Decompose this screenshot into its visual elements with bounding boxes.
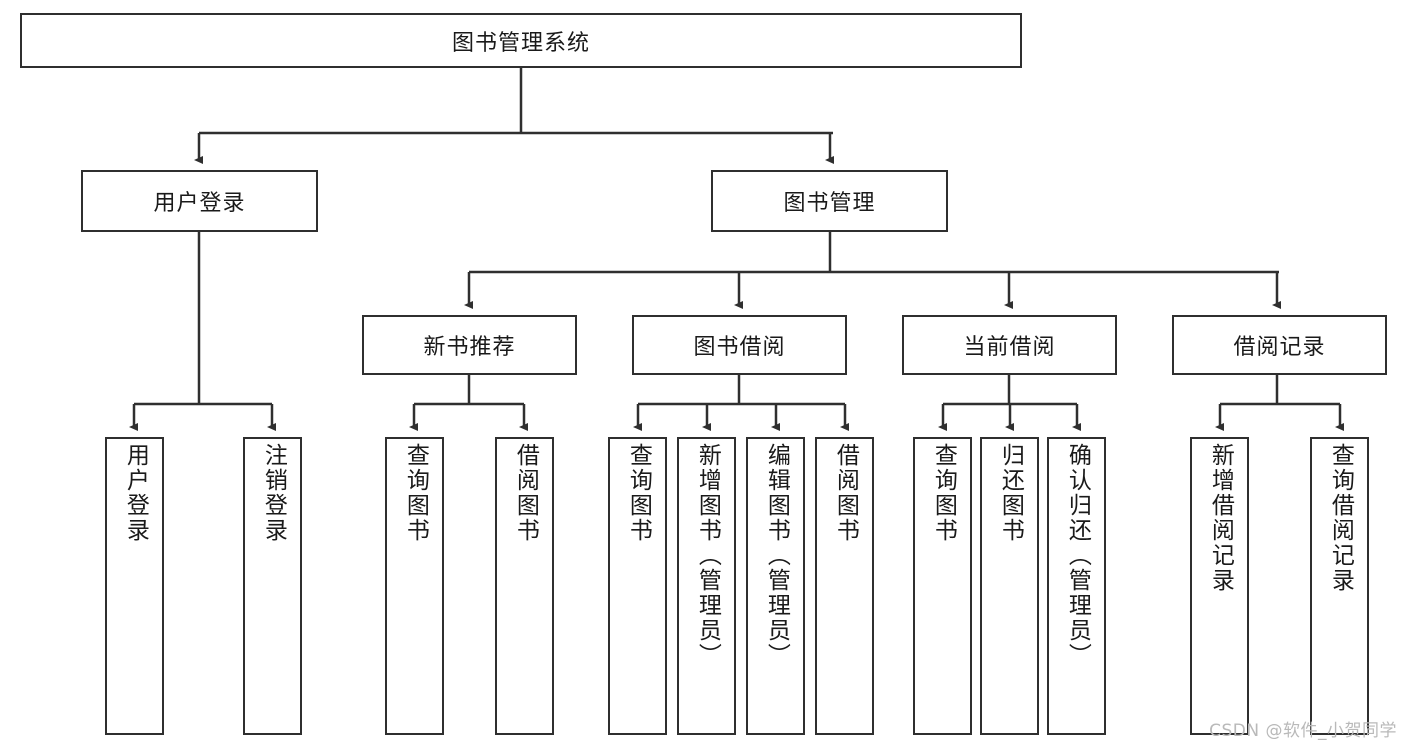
leaf-label: 新增借阅记录 (1207, 443, 1234, 593)
node-new-book-recommend[interactable]: 新书推荐 (362, 315, 577, 375)
leaf-label: 查询图书 (402, 443, 429, 543)
node-label: 图书管理 (783, 191, 876, 216)
leaf-label: 查询借阅记录 (1327, 443, 1354, 593)
leaf-borrow-record-query[interactable]: 查询借阅记录 (1310, 437, 1369, 735)
leaf-label: 新增图书（管理员） (694, 443, 721, 668)
watermark-text: CSDN @软件_小贺同学 (1209, 721, 1397, 741)
node-book-management[interactable]: 图书管理 (711, 170, 948, 232)
leaf-book-borrow-query[interactable]: 查询图书 (608, 437, 667, 735)
leaf-borrow-record-add[interactable]: 新增借阅记录 (1190, 437, 1249, 735)
leaf-current-borrow-query[interactable]: 查询图书 (913, 437, 972, 735)
leaf-new-book-borrow[interactable]: 借阅图书 (495, 437, 554, 735)
leaf-label: 查询图书 (930, 443, 957, 543)
node-root-system[interactable]: 图书管理系统 (20, 13, 1022, 68)
leaf-new-book-query[interactable]: 查询图书 (385, 437, 444, 735)
leaf-current-borrow-confirm-return[interactable]: 确认归还（管理员） (1047, 437, 1106, 735)
leaf-label: 归还图书 (997, 443, 1024, 543)
leaf-label: 借阅图书 (832, 443, 859, 543)
node-book-borrow[interactable]: 图书借阅 (632, 315, 847, 375)
node-label: 图书管理系统 (451, 30, 590, 56)
node-current-borrow[interactable]: 当前借阅 (902, 315, 1117, 375)
node-borrow-record[interactable]: 借阅记录 (1172, 315, 1387, 375)
node-label: 用户登录 (153, 191, 246, 216)
node-label: 借阅记录 (1233, 335, 1326, 360)
leaf-label: 借阅图书 (512, 443, 539, 543)
leaf-label: 确认归还（管理员） (1064, 443, 1091, 668)
node-user-login[interactable]: 用户登录 (81, 170, 318, 232)
leaf-label: 注销登录 (260, 443, 287, 543)
leaf-user-login-logout[interactable]: 注销登录 (243, 437, 302, 735)
leaf-book-borrow-borrow[interactable]: 借阅图书 (815, 437, 874, 735)
leaf-current-borrow-return[interactable]: 归还图书 (980, 437, 1039, 735)
node-label: 当前借阅 (963, 335, 1056, 360)
leaf-label: 查询图书 (625, 443, 652, 543)
node-label: 新书推荐 (423, 335, 516, 360)
node-label: 图书借阅 (693, 335, 786, 360)
leaf-book-borrow-edit[interactable]: 编辑图书（管理员） (746, 437, 805, 735)
leaf-label: 用户登录 (122, 443, 149, 543)
leaf-label: 编辑图书（管理员） (763, 443, 790, 668)
leaf-user-login-login[interactable]: 用户登录 (105, 437, 164, 735)
leaf-book-borrow-add[interactable]: 新增图书（管理员） (677, 437, 736, 735)
